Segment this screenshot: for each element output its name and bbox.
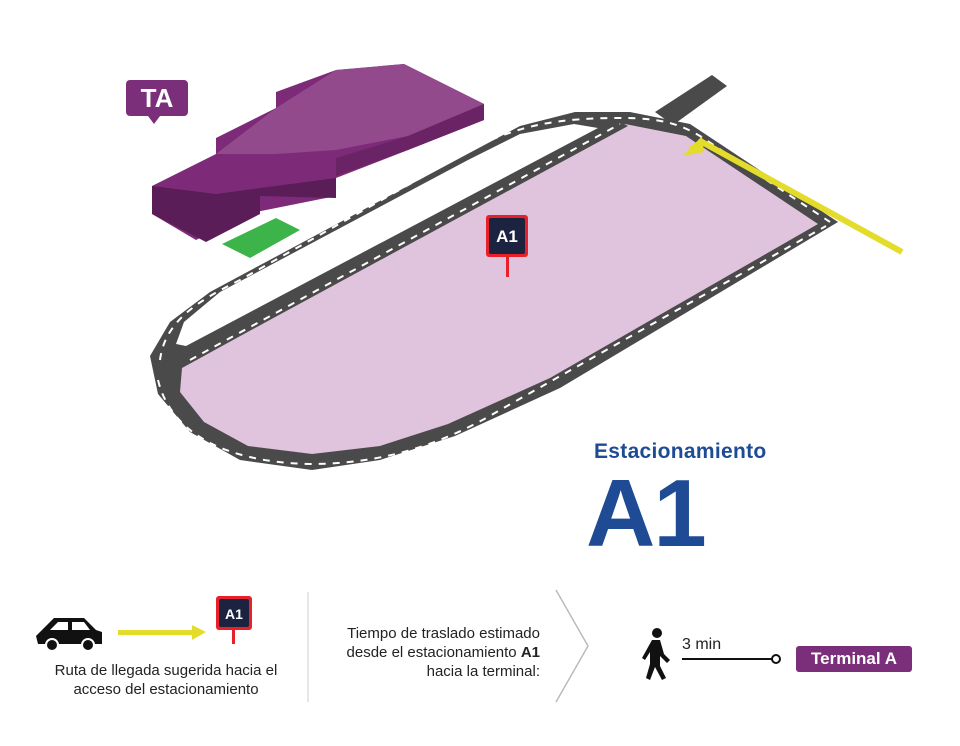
access-road — [655, 75, 727, 125]
legend-parking-sign-label: A1 — [225, 606, 243, 622]
chevron-right-icon — [555, 589, 589, 703]
car-icon — [36, 618, 102, 652]
legend-parking-sign: A1 — [216, 596, 252, 644]
inner-field — [176, 124, 598, 346]
walk-time: 3 min — [682, 636, 722, 653]
parking-code: A1 — [586, 460, 707, 567]
terminal-badge: Terminal A — [796, 646, 912, 672]
route-text-line1: Ruta de llegada sugerida hacia el — [54, 662, 278, 679]
walking-person-icon — [642, 628, 670, 680]
road-dashes — [157, 116, 831, 466]
inner-road — [178, 118, 628, 362]
green-zone — [222, 218, 300, 258]
time-text-line1: Tiempo de traslado estimado — [347, 625, 540, 642]
route-text-line2: acceso del estacionamiento — [73, 681, 259, 698]
time-text-line2-bold: A1 — [520, 644, 540, 661]
parking-lot — [180, 124, 818, 454]
arrow-right-icon — [118, 625, 206, 640]
parking-sign-label: A1 — [496, 227, 518, 246]
terminal-building — [152, 64, 484, 242]
walk-end-dot — [771, 654, 781, 664]
time-text-line2: desde el estacionamiento A1 — [320, 643, 540, 662]
time-text-line2-prefix: desde el estacionamiento — [346, 644, 521, 661]
terminal-tag: TA — [126, 80, 188, 124]
parking-title: Estacionamiento — [594, 440, 767, 463]
time-description: Tiempo de traslado estimado desde el est… — [320, 624, 540, 681]
time-text-line3: hacia la terminal: — [426, 663, 540, 680]
parking-sign: A1 — [486, 215, 528, 277]
terminal-tag-label: TA — [141, 83, 174, 113]
route-description: Ruta de llegada sugerida hacia el acceso… — [22, 661, 310, 699]
route-arrowhead — [683, 136, 704, 156]
